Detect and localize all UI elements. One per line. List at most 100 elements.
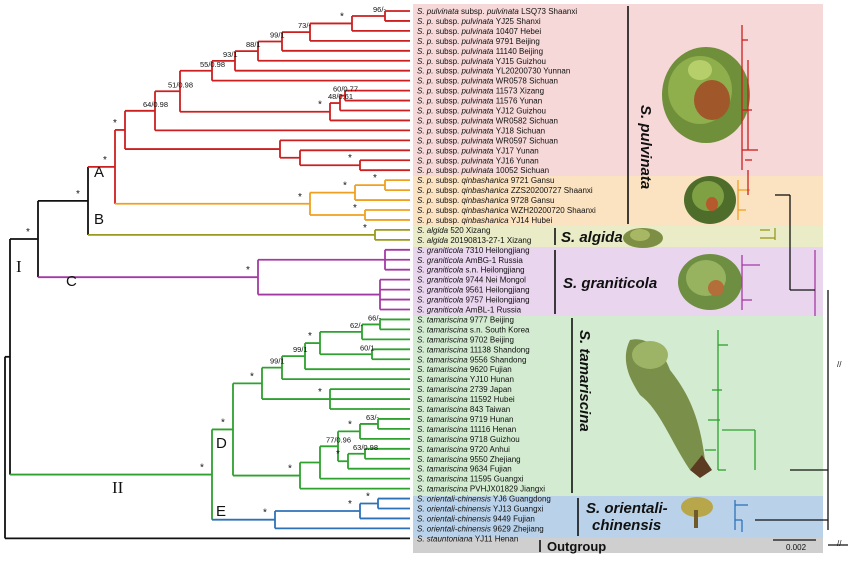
plant-image-orientali xyxy=(681,497,713,528)
support-value: 63/0.98 xyxy=(353,443,378,452)
support-value: 63/- xyxy=(366,413,379,422)
leaf-label: S. graniticola 7310 Heilongjiang xyxy=(417,246,530,255)
axis-break-mark: // xyxy=(837,360,842,369)
species-label-graniticola: S. graniticola xyxy=(563,275,657,292)
support-value: * xyxy=(103,155,107,166)
species-label-tamariscina: S. tamariscina xyxy=(576,330,593,432)
support-value: 60/0.77 xyxy=(333,85,358,94)
support-value: * xyxy=(26,227,30,238)
leaf-label: S. tamariscina 843 Taiwan xyxy=(417,405,510,414)
species-label-orientali-2: chinensis xyxy=(592,517,661,534)
leaf-label: S. p. subsp. qinbashanica 9721 Gansu xyxy=(417,176,554,185)
support-value: 48/0.61 xyxy=(328,92,353,101)
leaf-label: S. pulvinata subsp. pulvinata LSQ73 Shaa… xyxy=(417,7,577,16)
leaf-label: S. tamariscina 11138 Shandong xyxy=(417,345,530,354)
plant-image-tamariscina xyxy=(625,339,712,478)
leaf-label: S. p. subsp. pulvinata 11576 Yunan xyxy=(417,97,542,106)
node-support-labels: 96/-*73/-99/188/193/155/0.9860/0.7748/0.… xyxy=(16,5,386,520)
leaf-label: S. tamariscina 2739 Japan xyxy=(417,385,512,394)
species-label-pulvinata: S. pulvinata xyxy=(637,105,654,189)
plant-image-qinbashanica xyxy=(684,176,736,224)
support-value: 99/1 xyxy=(270,30,285,39)
support-value: * xyxy=(263,508,267,519)
support-value: 99/1 xyxy=(270,357,285,366)
clade-label-B: B xyxy=(94,211,104,228)
support-value: * xyxy=(363,223,367,234)
support-value: 93/1 xyxy=(223,50,238,59)
leaf-label: S. p. subsp. pulvinata 10407 Hebei xyxy=(417,27,541,36)
support-value: * xyxy=(250,371,254,382)
support-value: * xyxy=(336,449,340,460)
leaf-label: S. tamariscina 11116 Henan xyxy=(417,425,516,434)
leaf-label: S. tamariscina YJ10 Hunan xyxy=(417,375,514,384)
leaf-label: S. tamariscina s.n. South Korea xyxy=(417,325,530,334)
support-value: * xyxy=(348,153,352,164)
band-graniticola xyxy=(413,247,823,316)
leaf-label: S. p. subsp. pulvinata 10052 Sichuan xyxy=(417,166,549,175)
leaf-label: S. tamariscina 9634 Fujian xyxy=(417,465,512,474)
support-value: * xyxy=(200,463,204,474)
leaf-label: S. orientali-chinensis 9629 Zhejiang xyxy=(417,524,544,533)
leaf-label: S. tamariscina 11595 Guangxi xyxy=(417,475,524,484)
leaf-label: S. algida 20190813-27-1 Xizang xyxy=(417,236,531,245)
support-value: * xyxy=(318,100,322,111)
leaf-label: S. orientali-chinensis YJ13 Guangxi xyxy=(417,505,544,514)
outgroup-break-mark: // xyxy=(837,539,842,548)
leaf-label: S. p. subsp. qinbashanica WZH20200720 Sh… xyxy=(417,206,596,215)
leaf-label: S. p. subsp. pulvinata YJ12 Guizhou xyxy=(417,107,546,116)
scale-bar-label: 0.002 xyxy=(786,543,807,552)
support-value: * xyxy=(113,118,117,129)
leaf-label: S. graniticola AmBG-1 Russia xyxy=(417,256,523,265)
support-value: 88/1 xyxy=(246,40,261,49)
leaf-label: S. tamariscina 9620 Fujian xyxy=(417,365,512,374)
leaf-label: S. algida 520 Xizang xyxy=(417,226,490,235)
band-pulvinata xyxy=(413,4,823,176)
plant-image-graniticola xyxy=(678,254,742,310)
leaf-labels: S. pulvinata subsp. pulvinata LSQ73 Shaa… xyxy=(417,7,596,543)
support-value: * xyxy=(373,173,377,184)
support-value: * xyxy=(366,492,370,503)
support-value: 55/0.98 xyxy=(200,60,225,69)
leaf-label: S. graniticola 9744 Nei Mongol xyxy=(417,276,526,285)
support-value: 51/0.98 xyxy=(168,80,193,89)
support-value: * xyxy=(221,417,225,428)
support-value: * xyxy=(298,192,302,203)
support-value: * xyxy=(318,387,322,398)
clade-label-C: C xyxy=(66,273,77,290)
leaf-label: S. p. subsp. pulvinata YJ17 Yunan xyxy=(417,146,539,155)
support-value: * xyxy=(76,189,80,200)
clade-label-E: E xyxy=(216,503,226,520)
leaf-label: S. tamariscina 9718 Guizhou xyxy=(417,435,520,444)
leaf-label: S. tamariscina 9777 Beijing xyxy=(417,315,514,324)
clade-label-A: A xyxy=(94,164,104,181)
support-value: 60/1 xyxy=(360,343,375,352)
leaf-label: S. p. subsp. pulvinata YL20200730 Yunnan xyxy=(417,67,570,76)
leaf-label: S. graniticola 9561 Heilongjiang xyxy=(417,286,530,295)
leaf-label: S. p. subsp. pulvinata YJ25 Shanxi xyxy=(417,17,541,26)
support-value: * xyxy=(288,464,292,475)
leaf-label: S. p. subsp. pulvinata 9791 Beijing xyxy=(417,37,540,46)
support-value: 77/0.96 xyxy=(326,435,351,444)
leaf-label: S. p. subsp. qinbashanica ZZS20200727 Sh… xyxy=(417,186,593,195)
leaf-label: S. p. subsp. pulvinata YJ16 Yunan xyxy=(417,156,539,165)
leaf-label: S. graniticola AmBL-1 Russia xyxy=(417,306,522,315)
leaf-label: S. tamariscina 9702 Beijing xyxy=(417,335,514,344)
clade-label-D: D xyxy=(216,435,227,452)
outgroup-label: Outgroup xyxy=(547,539,606,554)
support-value: 64/0.98 xyxy=(143,100,168,109)
cladogram-tree xyxy=(4,10,410,540)
support-value: * xyxy=(308,331,312,342)
support-value: 62/- xyxy=(350,321,363,330)
support-value: * xyxy=(340,11,344,22)
leaf-label: S. stauntoniana YJ11 Henan xyxy=(417,534,518,543)
leaf-label: S. p. subsp. pulvinata 11573 Xizang xyxy=(417,87,544,96)
band-algida xyxy=(413,226,823,247)
species-label-orientali-1: S. orientali- xyxy=(586,500,668,517)
band-qinbashanica xyxy=(413,176,823,226)
scaled-tree xyxy=(705,25,848,546)
band-outgroup xyxy=(413,538,823,553)
plant-image-algida xyxy=(623,228,663,248)
band-orientali xyxy=(413,496,823,538)
support-value: 99/1 xyxy=(293,345,308,354)
support-value: 96/- xyxy=(373,5,386,14)
